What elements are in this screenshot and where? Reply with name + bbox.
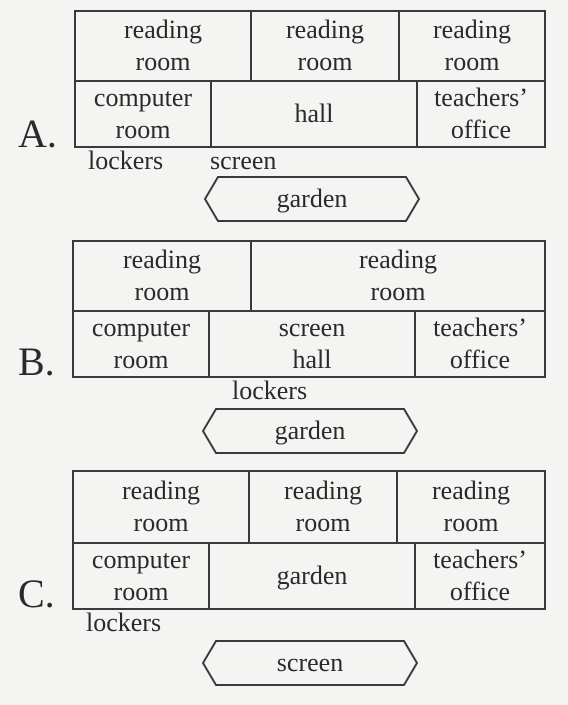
option-a-reading-room-1: reading room: [74, 10, 252, 82]
option-c-garden: garden: [208, 542, 416, 610]
option-a-teachers-office: teachers’ office: [416, 80, 546, 148]
option-a-hall: hall: [210, 80, 418, 148]
option-b-garden-shape: garden: [202, 408, 418, 454]
option-c-reading-room-2: reading room: [248, 470, 398, 544]
option-c-reading-room-1: reading room: [72, 470, 250, 544]
option-c-lockers-label: lockers: [86, 608, 162, 637]
option-a-garden-shape: garden: [204, 176, 420, 222]
option-b-teachers-office: teachers’ office: [414, 310, 546, 378]
option-c-reading-room-3: reading room: [396, 470, 546, 544]
option-a-garden-label: garden: [276, 184, 348, 213]
option-a-reading-room-3: reading room: [398, 10, 546, 82]
option-b-reading-room-1: reading room: [72, 240, 252, 312]
option-b-garden-label: garden: [274, 416, 346, 445]
option-b-computer-room: computer room: [72, 310, 210, 378]
option-c-letter: C.: [18, 571, 55, 616]
option-a-reading-room-2: reading room: [250, 10, 400, 82]
option-c-computer-room: computer room: [72, 542, 210, 610]
option-a-letter: A.: [18, 111, 57, 156]
option-a-screen-label: screen: [210, 146, 277, 175]
option-c-screen-label: screen: [276, 648, 344, 677]
option-a-lockers-label: lockers: [88, 146, 164, 175]
option-c-teachers-office: teachers’ office: [414, 542, 546, 610]
option-a-computer-room: computer room: [74, 80, 212, 148]
option-b-screen-hall: screen hall: [208, 310, 416, 378]
option-c-screen-shape: screen: [202, 640, 418, 686]
option-b-reading-room-2: reading room: [250, 240, 546, 312]
option-b-letter: B.: [18, 339, 55, 384]
option-b-lockers-label: lockers: [232, 376, 308, 405]
